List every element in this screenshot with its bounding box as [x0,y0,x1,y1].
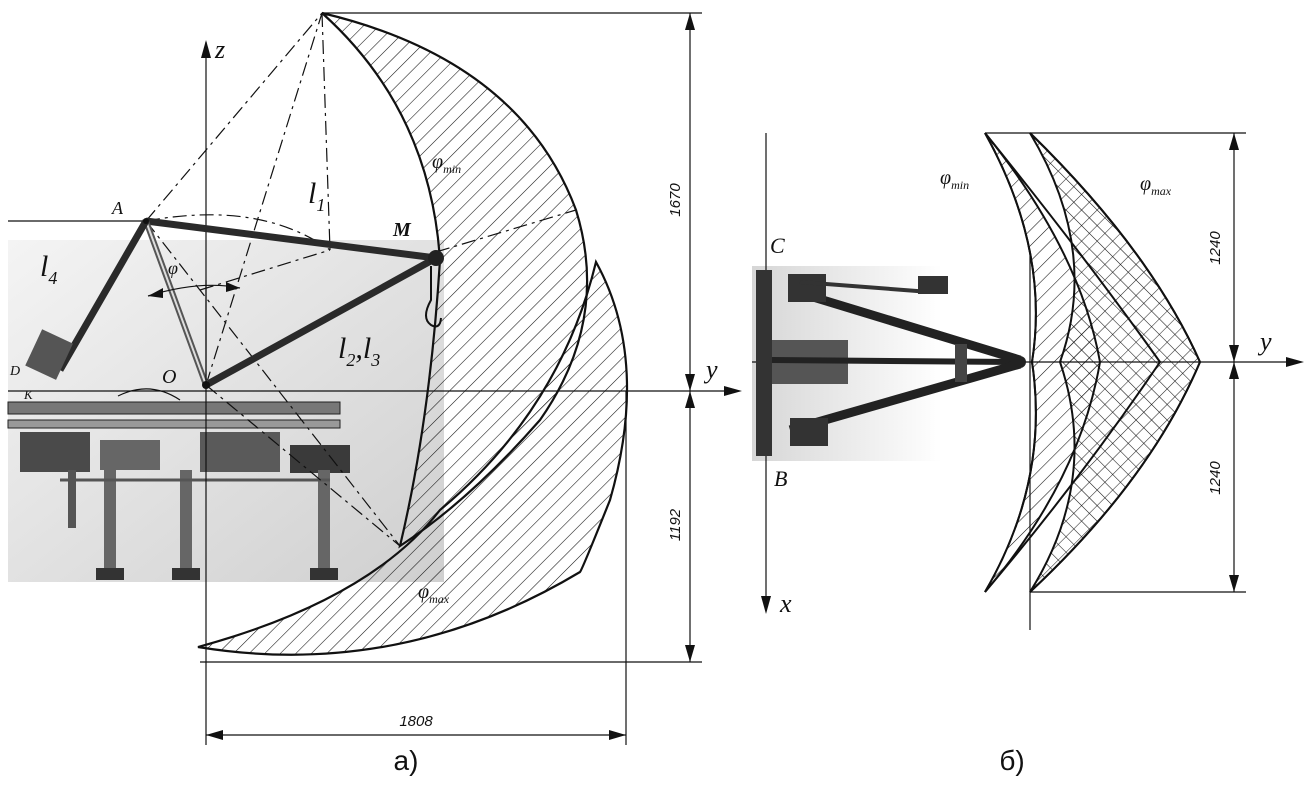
machine-top-view [756,270,1026,456]
link-l1 [145,217,437,262]
dimension-lines [200,12,702,745]
label-point-k: K [23,387,34,402]
label-point-m: M [392,219,412,241]
label-link-l2-l3: l2,l3 [338,332,380,370]
link-l2-l3 [204,254,438,389]
figure-a: z y A M O D K l1 l4 l2,l3 φ φmin φmax 16… [7,11,742,776]
label-phi-max-a: φmax [418,581,450,606]
dim-upper-b: 1240 [1207,231,1224,265]
figure-b: C B y x φmin φmax 1240 1240 б) [752,132,1304,776]
dim-height-top: 1670 [667,183,684,217]
label-point-c: C [770,233,785,258]
label-axis-y-a: y [703,355,718,384]
label-axis-z: z [214,35,225,64]
dim-lower-b: 1240 [1207,461,1224,495]
robot-links [25,217,444,401]
z-axis-arrow [201,40,211,58]
label-link-l1: l1 [308,177,325,215]
dim-height-bottom: 1192 [667,508,684,541]
y-axis-arrow-b [1286,357,1304,367]
link-l4 [56,219,150,372]
label-angle-phi: φ [168,258,178,278]
label-phi-max-b: φmax [1140,173,1172,198]
label-point-d: D [9,364,20,379]
machine-frame [7,401,350,580]
caption-a: а) [394,745,419,776]
workspace-phi-max [197,258,629,656]
actuator-motor [25,329,73,380]
label-axis-y-b: y [1257,327,1272,356]
label-point-a: A [111,198,124,218]
dim-width: 1808 [399,713,433,730]
label-phi-min-b: φmin [940,167,969,192]
x-axis-arrow [761,596,771,614]
boundary-phi-min-outer [984,132,1162,593]
label-axis-x: x [779,589,792,618]
joint-m [428,250,444,266]
hook-icon [425,266,442,328]
dimension-lines-b [985,132,1246,593]
caption-b: б) [999,745,1024,776]
label-point-o: O [162,366,176,388]
label-link-l4: l4 [40,250,57,288]
label-point-b: B [774,466,787,491]
label-phi-min-a: φmin [432,151,461,176]
y-axis-arrow [724,386,742,396]
